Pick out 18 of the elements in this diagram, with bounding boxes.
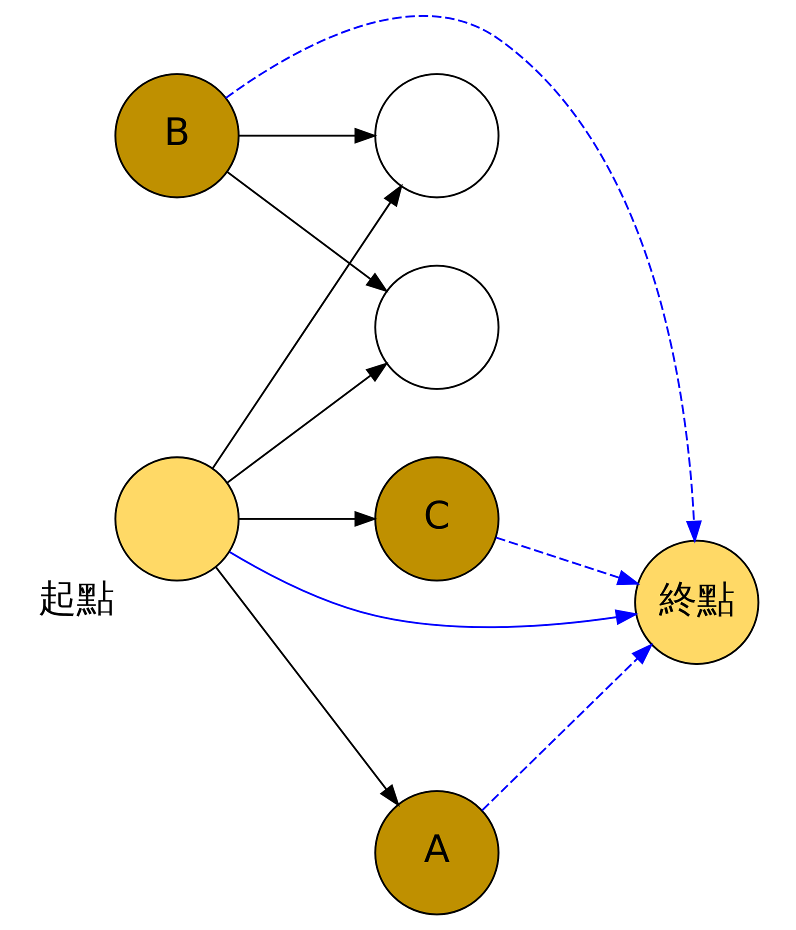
node-circle — [114, 456, 240, 582]
arrow — [212, 184, 403, 469]
arrow — [238, 128, 378, 144]
arrow — [226, 362, 388, 484]
node-label: 起點 — [38, 576, 114, 620]
arrow — [482, 643, 654, 811]
arrow — [215, 566, 400, 807]
node-circle — [374, 264, 500, 390]
node-circle: B — [114, 73, 240, 198]
arrow — [225, 15, 702, 544]
arrow — [229, 551, 638, 628]
arrow — [238, 510, 378, 527]
arrow — [226, 171, 388, 292]
node-circle: A — [374, 790, 500, 916]
node-circle — [374, 73, 500, 198]
node-circle: C — [374, 456, 500, 582]
node-circle: 終點 — [634, 540, 760, 665]
arrow — [496, 536, 640, 586]
